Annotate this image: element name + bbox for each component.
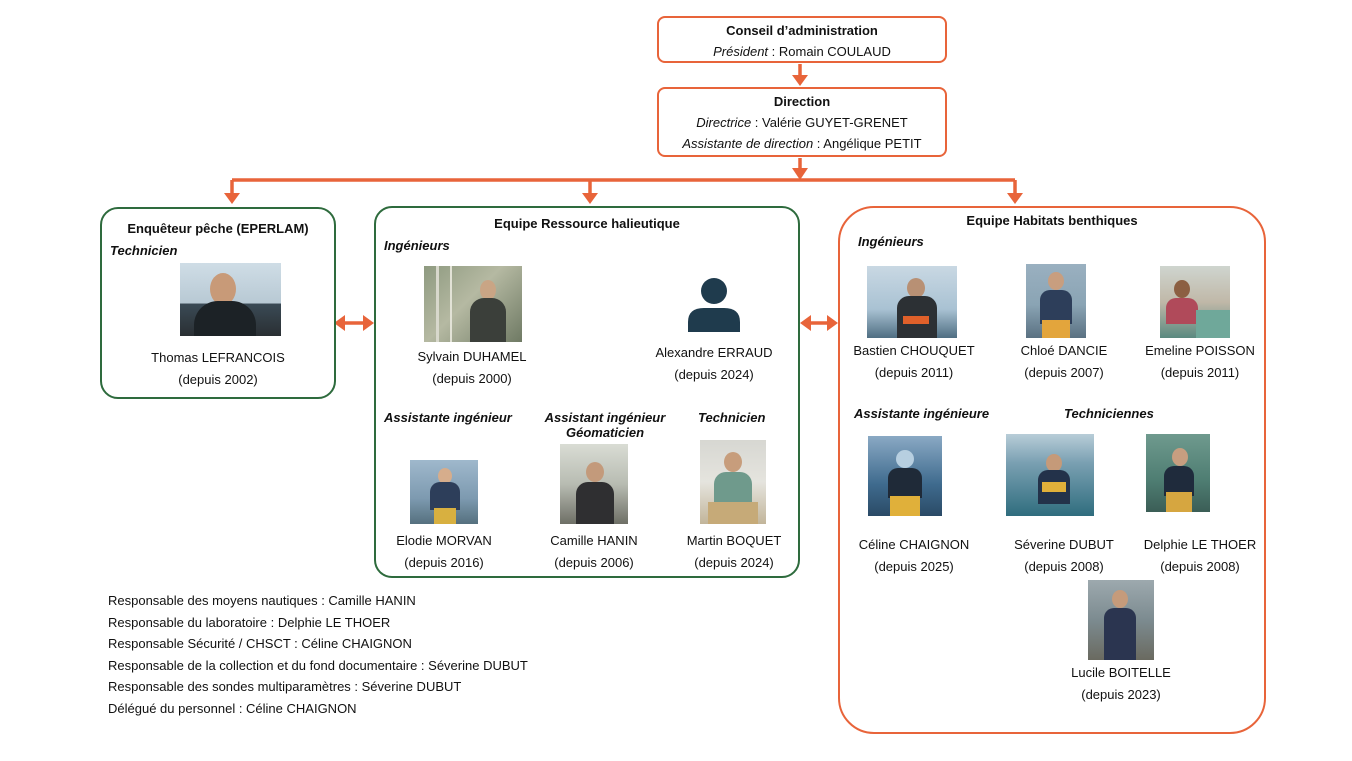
role-line-2: Géomaticien: [565, 425, 645, 440]
habitats-role-technicians: Techniciennes: [1064, 406, 1154, 421]
photo-chloe-dancie: [1026, 264, 1086, 338]
person-name: Céline CHAIGNON: [858, 537, 970, 552]
person-since: (depuis 2002): [178, 372, 258, 387]
photo-severine-dubut: [1006, 434, 1094, 516]
resource-role-technician: Technicien: [698, 410, 766, 425]
person-since: (depuis 2011): [874, 365, 954, 380]
note-line: Responsable des sondes multiparamètres :…: [108, 679, 462, 695]
person-martin-boquet: Martin BOQUET (depuis 2024): [666, 530, 802, 574]
resource-role-assistant-engineer: Assistante ingénieur: [384, 410, 512, 425]
person-delphie-le-thoer: Delphie LE THOER (depuis 2008): [1126, 534, 1274, 578]
person-since: (depuis 2011): [1160, 365, 1240, 380]
person-camille-hanin: Camille HANIN (depuis 2006): [526, 530, 662, 574]
person-since: (depuis 2000): [432, 371, 512, 386]
fishing-role-technician: Technicien: [110, 243, 178, 258]
person-name: Alexandre ERRAUD: [655, 345, 773, 360]
person-since: (depuis 2006): [554, 555, 634, 570]
person-name: Thomas LEFRANCOIS: [151, 350, 285, 365]
resource-team-box: Equipe Ressource halieutique Ingénieurs …: [374, 206, 800, 578]
person-name: Séverine DUBUT: [1014, 537, 1114, 552]
board-box: Conseil d’administration Président : Rom…: [657, 16, 947, 63]
person-name: Martin BOQUET: [686, 533, 782, 548]
assistant-role: Assistante de direction: [682, 136, 814, 151]
direction-assistant: Assistante de direction : Angélique PETI…: [659, 133, 945, 154]
user-placeholder-icon: [688, 278, 740, 332]
person-since: (depuis 2023): [1081, 687, 1161, 702]
person-sylvain-duhamel: Sylvain DUHAMEL (depuis 2000): [390, 346, 554, 390]
person-name: Delphie LE THOER: [1143, 537, 1257, 552]
photo-thomas-lefrancois: [180, 263, 281, 336]
board-president: Président : Romain COULAUD: [659, 41, 945, 62]
person-since: (depuis 2007): [1024, 365, 1104, 380]
person-bastien-chouquet: Bastien CHOUQUET (depuis 2011): [840, 340, 988, 384]
habitats-role-engineers: Ingénieurs: [858, 234, 924, 249]
person-severine-dubut: Séverine DUBUT (depuis 2008): [990, 534, 1138, 578]
person-name: Bastien CHOUQUET: [853, 343, 975, 358]
person-since: (depuis 2025): [874, 559, 954, 574]
note-line: Responsable des moyens nautiques : Camil…: [108, 593, 416, 608]
person-name: Sylvain DUHAMEL: [417, 349, 527, 364]
responsibilities-list: Responsable des moyens nautiques : Camil…: [108, 590, 528, 720]
photo-lucile-boitelle: [1088, 580, 1154, 660]
person-elodie-morvan: Elodie MORVAN (depuis 2016): [376, 530, 512, 574]
person-since: (depuis 2024): [674, 367, 754, 382]
person-alexandre-erraud: Alexandre ERRAUD (depuis 2024): [632, 342, 796, 386]
photo-delphie-le-thoer: [1146, 434, 1210, 512]
direction-director: Directrice : Valérie GUYET-GRENET: [659, 112, 945, 133]
photo-camille-hanin: [560, 444, 628, 524]
note-line: Délégué du personnel : Céline CHAIGNON: [108, 700, 357, 716]
fishing-team-box: Enquêteur pêche (EPERLAM) Technicien Tho…: [100, 207, 336, 399]
person-lucile-boitelle: Lucile BOITELLE (depuis 2023): [1047, 662, 1195, 706]
person-chloe-dancie: Chloé DANCIE (depuis 2007): [990, 340, 1138, 384]
note-line: Responsable de la collection et du fond …: [108, 657, 528, 673]
director-name: : Valérie GUYET-GRENET: [751, 115, 908, 130]
note-line: Responsable du laboratoire : Delphie LE …: [108, 614, 391, 630]
habitats-role-assistant-engineer: Assistante ingénieure: [854, 406, 990, 421]
habitats-team-title: Equipe Habitats benthiques: [966, 213, 1138, 228]
person-since: (depuis 2008): [1024, 559, 1104, 574]
person-since: (depuis 2016): [404, 555, 484, 570]
habitats-team-box: Equipe Habitats benthiques Ingénieurs Ba…: [838, 206, 1266, 734]
photo-celine-chaignon: [868, 436, 942, 516]
note-line: Responsable Sécurité / CHSCT : Céline CH…: [108, 636, 412, 652]
person-since: (depuis 2008): [1160, 559, 1240, 574]
person-name: Camille HANIN: [550, 533, 638, 548]
direction-box: Direction Directrice : Valérie GUYET-GRE…: [657, 87, 947, 157]
fishing-team-title: Enquêteur pêche (EPERLAM): [127, 221, 309, 236]
resource-role-engineers: Ingénieurs: [384, 238, 450, 253]
person-celine-chaignon: Céline CHAIGNON (depuis 2025): [840, 534, 988, 578]
resource-role-assistant-geomatician: Assistant ingénieur Géomaticien: [538, 410, 672, 440]
person-name: Lucile BOITELLE: [1071, 665, 1171, 680]
photo-elodie-morvan: [410, 460, 478, 524]
person-since: (depuis 2024): [694, 555, 774, 570]
president-role: Président: [713, 44, 769, 59]
assistant-name: : Angélique PETIT: [813, 136, 922, 151]
resource-team-title: Equipe Ressource halieutique: [494, 216, 680, 231]
photo-bastien-chouquet: [867, 266, 957, 338]
person-thomas-lefrancois: Thomas LEFRANCOIS (depuis 2002): [102, 347, 334, 391]
person-name: Chloé DANCIE: [1020, 343, 1108, 358]
president-name: : Romain COULAUD: [768, 44, 891, 59]
board-title: Conseil d’administration: [726, 23, 878, 38]
director-role: Directrice: [696, 115, 752, 130]
photo-martin-boquet: [700, 440, 766, 524]
photo-sylvain-duhamel: [424, 266, 522, 342]
direction-title: Direction: [773, 94, 831, 109]
photo-emeline-poisson: [1160, 266, 1230, 338]
person-emeline-poisson: Emeline POISSON (depuis 2011): [1126, 340, 1274, 384]
person-name: Elodie MORVAN: [396, 533, 492, 548]
person-name: Emeline POISSON: [1145, 343, 1255, 358]
role-line-1: Assistant ingénieur: [544, 410, 666, 425]
